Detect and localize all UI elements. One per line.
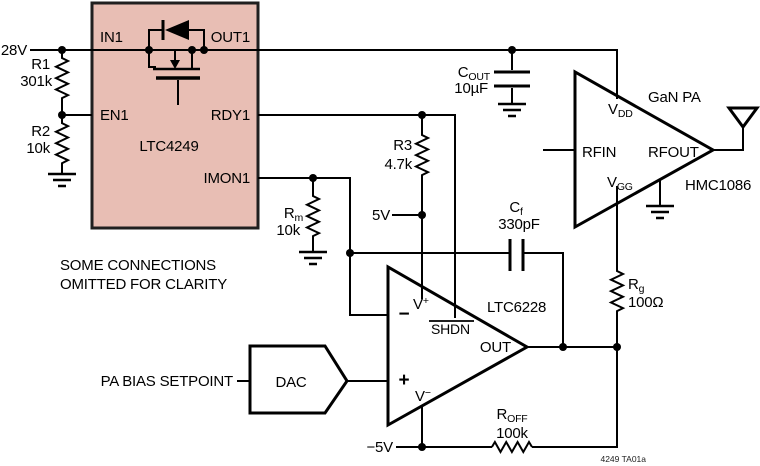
pin-label-in1: IN1: [100, 29, 123, 46]
pin-label-en1: EN1: [100, 107, 129, 124]
inverting-input-symbol: −: [399, 304, 410, 325]
rg-value: 100Ω: [628, 294, 663, 311]
pin-label-vplus: V+: [413, 295, 429, 313]
junction-dot: [58, 111, 66, 119]
ground-icon-r2: [46, 172, 78, 188]
note-line2: OMITTED FOR CLARITY: [60, 276, 227, 293]
mosfet-body-diode-icon: [148, 20, 205, 105]
rm-value: 10k: [276, 222, 300, 239]
junction-dot: [145, 46, 153, 54]
wire-vgg-rg-column: [608, 186, 626, 348]
junction-dot: [559, 343, 567, 351]
wire-28v-rail: [30, 49, 618, 99]
hot-swap-controller-block: [90, 1, 260, 230]
mosfet-arrow-head: [170, 60, 180, 69]
wire-feedback-right: [523, 252, 564, 347]
r1-ref: R1: [31, 56, 50, 73]
pin-label-rfin: RFIN: [582, 144, 616, 161]
r2-value: 10k: [26, 140, 50, 157]
junction-dot: [613, 343, 621, 351]
diode-arrow: [165, 20, 189, 40]
dac-input-label: PA BIAS SETPOINT: [101, 373, 233, 390]
ground-icon-pa: [644, 204, 676, 220]
pin-label-vminus: V−: [415, 387, 431, 405]
wire-rm-branch: [304, 178, 322, 252]
junction-dot: [58, 46, 66, 54]
junction-dot: [346, 249, 354, 257]
r2-ref: R2: [31, 123, 50, 140]
roff-value: 100k: [496, 425, 528, 442]
rg-ref: Rg: [628, 276, 645, 295]
pa-part-number: HMC1086: [685, 177, 751, 194]
junction-dot: [418, 111, 426, 119]
pin-label-vdd: VDD: [608, 101, 633, 120]
junction-dot: [508, 46, 516, 54]
r3-value: 4.7k: [384, 156, 412, 173]
pin-label-imon1: IMON1: [203, 170, 250, 187]
junction-dot: [200, 46, 208, 54]
figure-tag: 4249 TA01a: [600, 454, 646, 464]
wire-r3-vplus-column: [413, 115, 431, 300]
ground-icon-cout: [496, 102, 528, 118]
pin-label-out: OUT: [480, 339, 511, 356]
wire-r1-r2-divider: [53, 50, 71, 175]
rm-ref: Rm: [284, 205, 304, 224]
junction-dot: [418, 443, 426, 451]
junction-dot: [188, 46, 196, 54]
diode-wire-left: [148, 29, 162, 50]
pin-label-vgg: VGG: [607, 174, 633, 193]
noninverting-input-symbol: +: [399, 370, 410, 391]
rail-label-neg5v: −5V: [366, 439, 393, 456]
pin-label-shdn: SHDN: [431, 321, 470, 337]
r3-ref: R3: [393, 137, 412, 154]
pa-type-label: GaN PA: [648, 89, 701, 106]
opamp-part-number: LTC6228: [487, 299, 546, 316]
wire-out-to-roff: [532, 347, 618, 448]
mosfet-source-stub: [148, 50, 156, 68]
pin-label-rdy1: RDY1: [211, 107, 250, 124]
junction-dot: [418, 211, 426, 219]
cf-capacitor-icon: [508, 239, 525, 271]
junction-dots: [58, 46, 621, 451]
junction-dot: [309, 174, 317, 182]
cout-value: 10µF: [454, 80, 488, 97]
rail-label-5v: 5V: [372, 207, 390, 224]
dac-label: DAC: [275, 374, 306, 391]
wire-rdy1-to-shdn: [258, 114, 456, 318]
cf-value: 330pF: [498, 216, 540, 233]
wire-inverting-input: [349, 253, 388, 316]
rail-label-28v: 28V: [1, 42, 27, 59]
wire-imon1: [258, 177, 351, 253]
antenna-icon: [726, 106, 760, 130]
ground-icon-rm: [297, 250, 329, 266]
cf-ref: Cf: [509, 199, 523, 218]
dac-block: [248, 344, 349, 415]
opamp-triangle: [386, 264, 531, 428]
wire-roff-zigzag: [491, 439, 533, 455]
r1-value: 301k: [20, 73, 52, 90]
roff-ref: ROFF: [496, 406, 527, 425]
hot-swap-part-number: LTC4249: [139, 138, 198, 155]
note-line1: SOME CONNECTIONS: [60, 257, 216, 274]
pin-label-rfout: RFOUT: [648, 144, 699, 161]
diode-wire-right: [189, 29, 205, 50]
pin-label-out1: OUT1: [211, 29, 250, 46]
cout-capacitor-icon: [494, 70, 530, 88]
cout-ref: COUT: [458, 64, 491, 83]
